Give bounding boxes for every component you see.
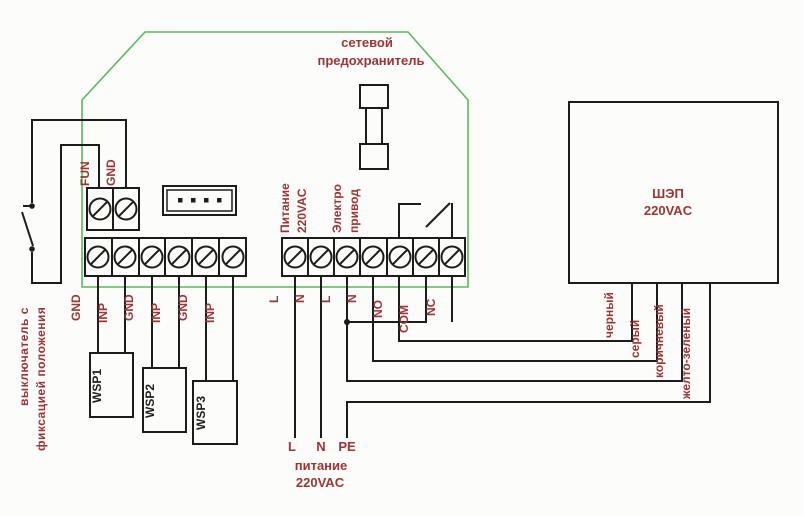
drive-group-label: Электро <box>330 184 344 233</box>
actuator-voltage-label: 220VAC <box>643 203 693 218</box>
junction-dot <box>344 319 350 325</box>
sensor-box-wsp1 <box>89 352 134 418</box>
relay-contact-icon <box>398 202 453 238</box>
wire-gnd-to-switch <box>31 119 127 203</box>
screw-terminals <box>86 197 464 269</box>
mains-label-l: L <box>288 439 296 454</box>
wire-color-label-brown: коричневый <box>652 304 666 378</box>
switch-label: фиксацией положения <box>34 306 48 451</box>
terminal-label-l: L <box>267 295 281 303</box>
actuator-label: ШЭП <box>652 186 684 201</box>
wire-drive-l-brown <box>346 276 683 382</box>
wire-color-label-gray: серый <box>628 319 642 358</box>
wire-pe-yellow-green <box>346 283 711 438</box>
terminal-label-gnd: GND <box>122 294 136 321</box>
sensor-label-wsp3: WSP3 <box>194 395 208 430</box>
terminal-label-no: NO <box>371 300 385 318</box>
terminal-block-fun-gnd <box>86 187 140 231</box>
fuse-label: предохранитель <box>317 53 425 68</box>
power-group-label: 220VAC <box>295 188 309 233</box>
wire-color-label-black: черный <box>602 292 616 338</box>
mains-label-pe: PE <box>338 439 356 454</box>
mains-label-n: N <box>316 439 326 454</box>
switch-label: выключатель с <box>17 307 31 406</box>
switch-contact-dot <box>29 246 35 252</box>
mains-caption: 220VAC <box>295 475 345 490</box>
terminal-label-fun: FUN <box>78 161 92 186</box>
latching-switch-icon <box>21 205 34 247</box>
terminal-label-nc: NC <box>424 298 438 316</box>
switch-contact-dot <box>29 203 35 209</box>
terminal-label-gnd: GND <box>69 294 83 321</box>
power-group-label: Питание <box>278 183 292 233</box>
connector-pins <box>178 198 222 203</box>
sensor-label-wsp1: WSP1 <box>90 368 104 403</box>
mains-caption: питание <box>294 458 348 473</box>
terminal-label-inp: INP <box>203 302 217 323</box>
actuator-box <box>568 101 779 284</box>
terminal-label-gnd: GND <box>104 159 118 186</box>
connector-icon <box>162 185 237 216</box>
sensor-label-wsp2: WSP2 <box>143 383 157 418</box>
terminal-label-n: N <box>293 294 307 303</box>
fuse-icon <box>359 84 389 170</box>
terminal-label-inp: INP <box>96 302 110 323</box>
sensor-box-wsp2 <box>142 367 187 433</box>
terminal-label-l: L <box>319 295 333 303</box>
terminal-label-n: N <box>345 294 359 303</box>
terminal-block-sensors <box>84 237 247 277</box>
drive-group-label: привод <box>347 189 361 233</box>
terminal-label-inp: INP <box>149 302 163 323</box>
wire-drive-n-gray <box>372 276 658 362</box>
controller-outline <box>81 31 469 288</box>
terminal-label-com: COM <box>397 305 411 333</box>
terminal-label-gnd: GND <box>176 294 190 321</box>
wire-color-label-yellow-green: желто-зеленый <box>679 307 693 399</box>
wire-switch-to-fun <box>31 144 100 284</box>
wire-no-black <box>398 276 633 342</box>
sensor-box-wsp3 <box>192 380 238 445</box>
fuse-label: сетевой <box>341 35 393 50</box>
